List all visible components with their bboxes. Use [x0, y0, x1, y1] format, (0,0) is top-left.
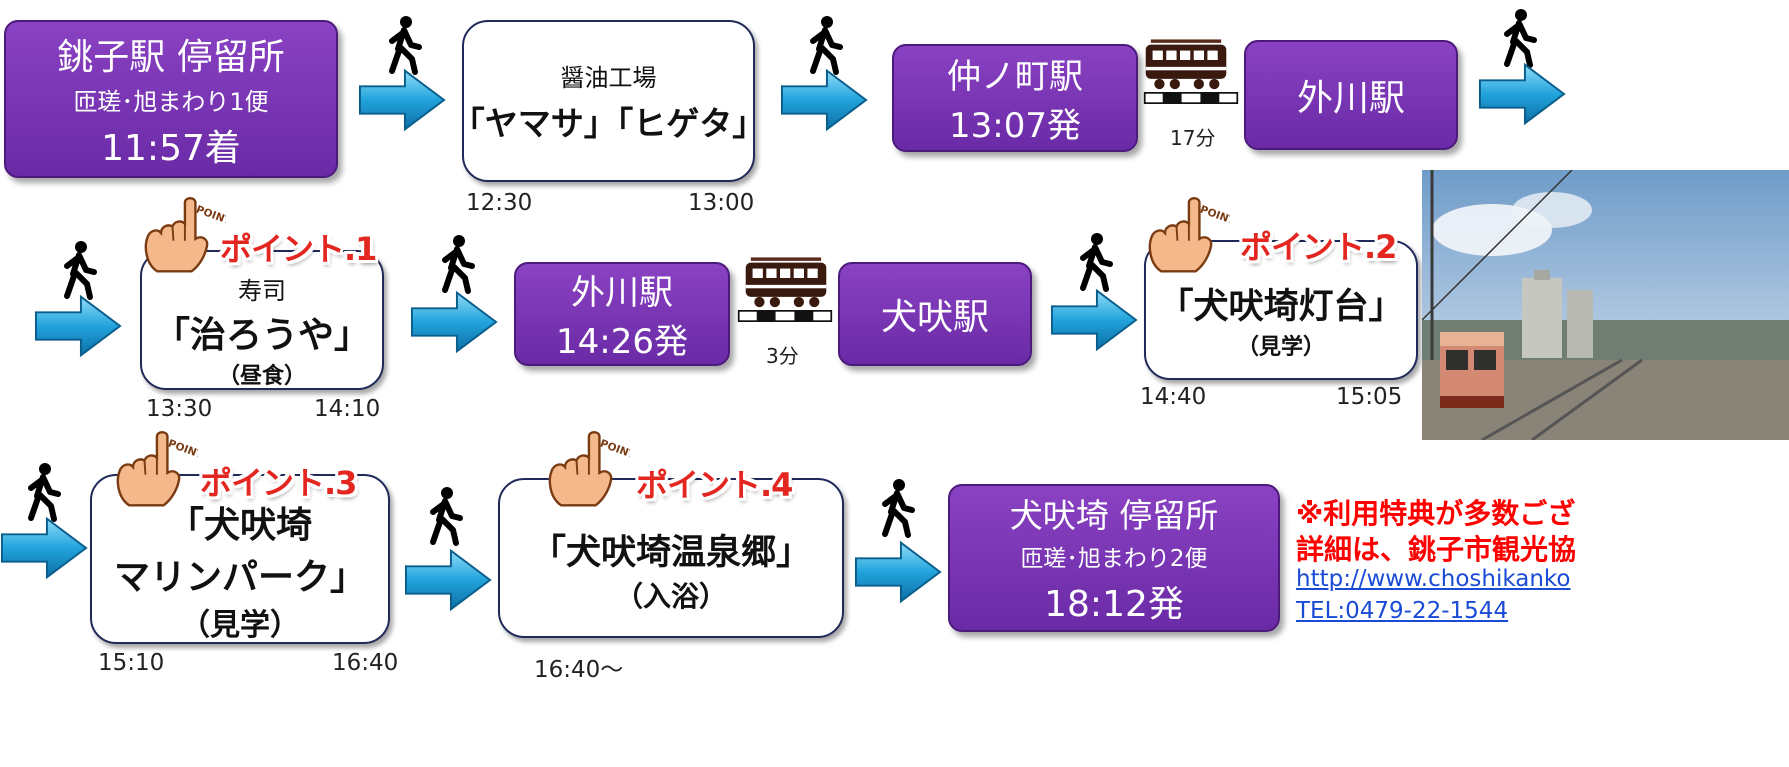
lighthouse-name: 「犬吠埼灯台」 [1158, 285, 1404, 327]
inubozaki-marine-park: 「犬吠埼 マリンパーク」 （見学） [90, 474, 390, 644]
rail-track [1138, 92, 1244, 104]
lighthouse-start-time: 14:40 [1140, 384, 1207, 410]
pointing-hand-icon [1144, 196, 1230, 274]
yamasa-end-time: 13:00 [688, 190, 755, 216]
choshi-station-name: 銚子駅 停留所 [57, 36, 285, 78]
rail-track [730, 310, 840, 322]
train-duration-1: 17分 [1170, 126, 1216, 150]
yamasa-label: 醤油工場 [560, 63, 657, 92]
sushi-restaurant: 寿司 「治ろうや」 （昼食） [140, 250, 384, 390]
inubo-station: 犬吠駅 [838, 262, 1032, 366]
togawa-station-arrive: 外川駅 [1244, 40, 1458, 150]
point-3-label: ポイント.3 [200, 464, 357, 502]
walking-person-icon [1498, 8, 1540, 68]
inubozaki-departure: 18:12発 [1044, 584, 1184, 625]
choshi-bus-route: 匝瑳･旭まわり1便 [73, 87, 269, 116]
onsen-name: 「犬吠埼温泉郷」 [530, 531, 811, 573]
train-icon [1138, 36, 1234, 96]
onsen-start-time: 16:40～ [534, 657, 624, 683]
sushi-end-time: 14:10 [314, 396, 381, 422]
right-arrow-icon [404, 548, 492, 612]
togawa-station-depart: 外川駅 14:26発 [514, 262, 730, 366]
sushi-start-time: 13:30 [146, 396, 213, 422]
marine-note: （見学） [180, 608, 300, 643]
point-4-label: ポイント.4 [636, 466, 793, 504]
nakanocho-station: 仲ノ町駅 13:07発 [892, 44, 1138, 152]
marine-name-1: 「犬吠埼 [167, 504, 312, 546]
walking-person-icon [22, 462, 64, 522]
nakanocho-departure: 13:07発 [949, 106, 1081, 146]
togawa2-name: 外川駅 [571, 273, 673, 313]
lighthouse-note: （見学） [1236, 333, 1325, 360]
sushi-name: 「治ろうや」 [153, 313, 370, 356]
inubozaki-stop-name: 犬吠埼 停留所 [1009, 496, 1219, 535]
marine-name-2: マリンパーク」 [113, 556, 366, 598]
point-2-label: ポイント.2 [1240, 228, 1397, 266]
train-photo [1422, 170, 1789, 440]
walking-person-icon [804, 15, 846, 75]
inubozaki-bus-route: 匝瑳･旭まわり2便 [1020, 546, 1208, 572]
walking-person-icon [58, 240, 100, 300]
walking-person-icon [876, 478, 918, 538]
right-arrow-icon [410, 290, 498, 354]
sushi-note: （昼食） [217, 362, 306, 389]
choshi-station-stop: 銚子駅 停留所 匝瑳･旭まわり1便 11:57着 [4, 20, 338, 178]
yamasa-name: 「ヤマサ」「ヒゲタ」 [451, 103, 766, 143]
details-note: 詳細は、銚子市観光協 [1296, 533, 1577, 566]
walking-person-icon [436, 234, 478, 294]
yamasa-soy-factory: 醤油工場 「ヤマサ」「ヒゲタ」 [452, 20, 765, 182]
walking-person-icon [1074, 232, 1116, 292]
pointing-hand-icon [112, 430, 198, 508]
inubo-name: 犬吠駅 [880, 297, 989, 338]
marine-end-time: 16:40 [332, 650, 399, 676]
choshi-arrival-time: 11:57着 [101, 127, 241, 169]
walking-person-icon [424, 486, 466, 546]
pointing-hand-icon [544, 430, 630, 508]
right-arrow-icon [358, 68, 446, 132]
right-arrow-icon [1050, 288, 1138, 352]
marine-start-time: 15:10 [98, 650, 165, 676]
togawa2-departure: 14:26発 [556, 322, 688, 362]
lighthouse-end-time: 15:05 [1336, 384, 1403, 410]
walking-person-icon [383, 15, 425, 75]
pointing-hand-icon [140, 196, 226, 274]
right-arrow-icon [780, 68, 868, 132]
train-icon [738, 254, 834, 314]
inubozaki-onsen: 「犬吠埼温泉郷」 （入浴） [498, 478, 844, 638]
point-1-label: ポイント.1 [220, 230, 377, 268]
train-duration-2: 3分 [766, 344, 799, 368]
right-arrow-icon [34, 294, 122, 358]
benefit-note: ※利用特典が多数ござ [1296, 497, 1576, 530]
tourism-tel-link[interactable]: TEL:0479-22-1544 [1296, 598, 1509, 624]
right-arrow-icon [854, 540, 942, 604]
yamasa-start-time: 12:30 [466, 190, 533, 216]
tourism-url-link[interactable]: http://www.choshikanko [1296, 566, 1571, 592]
togawa-name: 外川駅 [1296, 78, 1405, 119]
sushi-label: 寿司 [238, 276, 286, 305]
right-arrow-icon [1478, 62, 1566, 126]
nakanocho-name: 仲ノ町駅 [947, 57, 1083, 97]
onsen-note: （入浴） [614, 579, 727, 613]
inubozaki-bus-stop: 犬吠埼 停留所 匝瑳･旭まわり2便 18:12発 [948, 484, 1280, 632]
right-arrow-icon [0, 516, 88, 580]
